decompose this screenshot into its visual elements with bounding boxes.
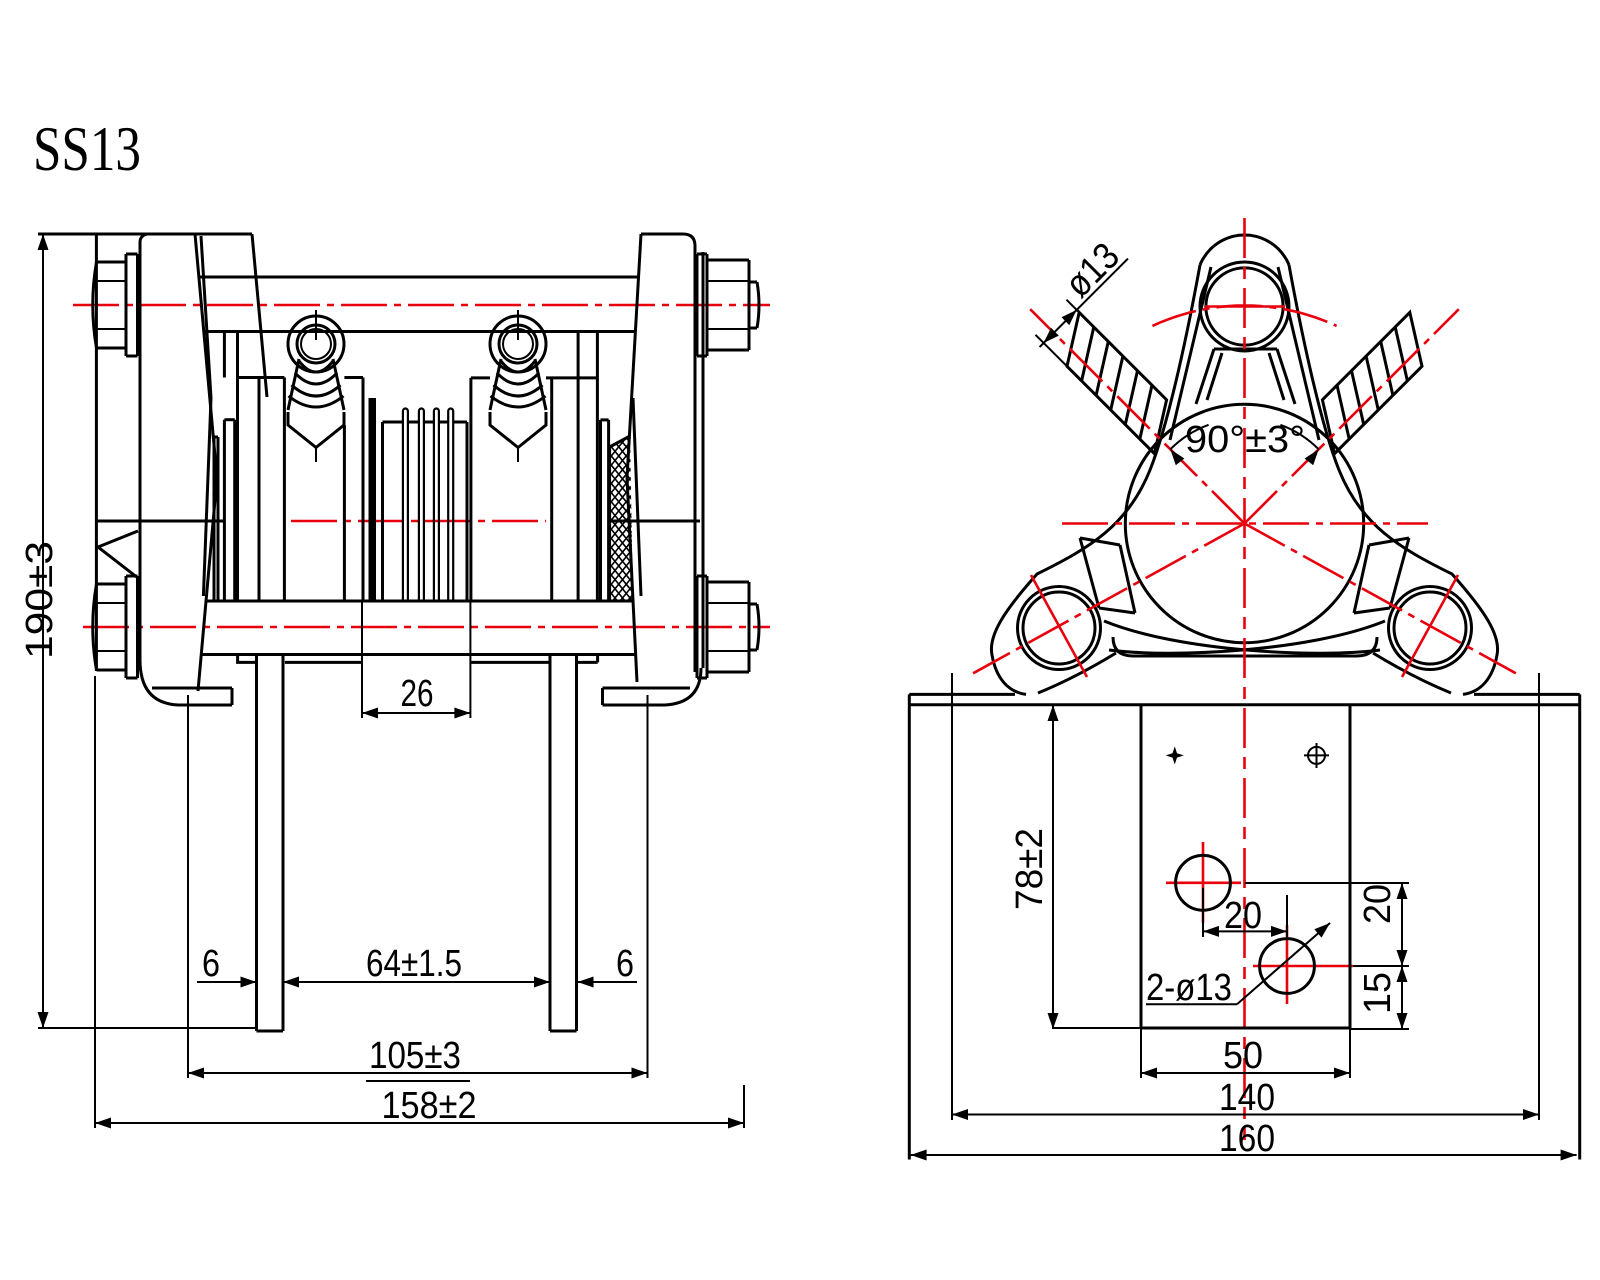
svg-text:15: 15 (1357, 972, 1399, 1014)
svg-text:6: 6 (202, 943, 220, 985)
svg-text:78±2: 78±2 (1009, 828, 1051, 910)
svg-text:SS13: SS13 (33, 113, 141, 184)
svg-text:105±3: 105±3 (369, 1035, 461, 1077)
svg-text:140: 140 (1219, 1077, 1275, 1119)
svg-text:50: 50 (1223, 1035, 1263, 1077)
svg-text:26: 26 (401, 673, 434, 715)
svg-text:2-ø13: 2-ø13 (1146, 967, 1232, 1009)
svg-text:20: 20 (1224, 895, 1262, 937)
svg-text:64±1.5: 64±1.5 (366, 943, 462, 985)
svg-text:160: 160 (1219, 1118, 1275, 1160)
svg-text:158±2: 158±2 (382, 1085, 477, 1127)
svg-text:20: 20 (1357, 884, 1399, 924)
svg-text:90°±3°: 90°±3° (1185, 419, 1305, 461)
svg-text:6: 6 (616, 943, 634, 985)
svg-text:190±3: 190±3 (19, 541, 61, 659)
